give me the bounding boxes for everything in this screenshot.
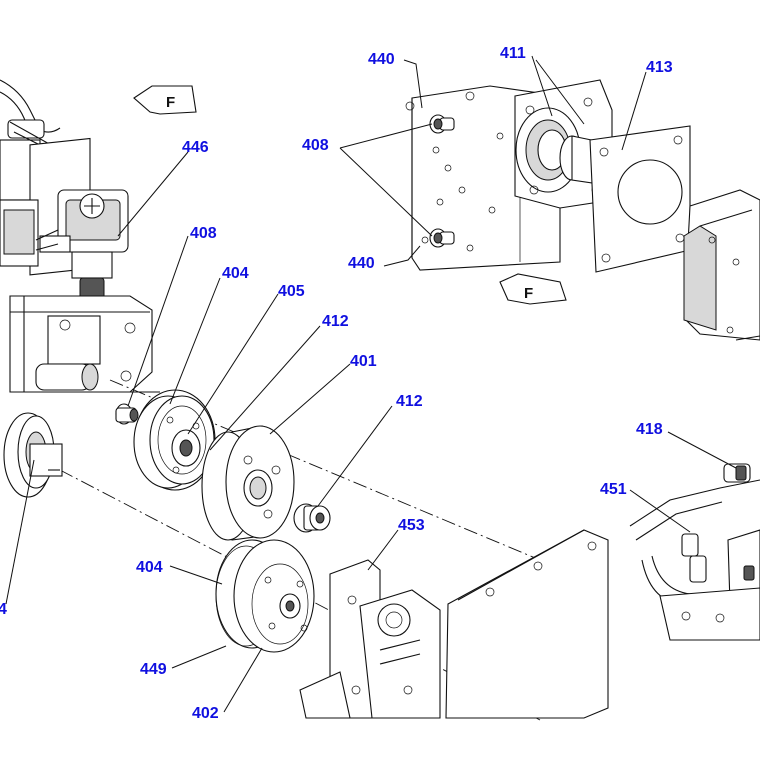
callout-449: 449 (140, 661, 167, 678)
stud-408-upper (429, 114, 455, 134)
pneumatic-valve-assembly (0, 79, 129, 305)
callout-405: 405 (278, 283, 305, 300)
direction-arrow-top-left: F (133, 85, 197, 115)
pulley-402 (215, 539, 315, 653)
cover-plate (445, 529, 609, 719)
motor-adapter-plate (589, 125, 691, 273)
callout-418: 418 (636, 421, 663, 438)
callout-451: 451 (600, 481, 627, 498)
mounting-frame (9, 295, 160, 393)
callout-408-upper: 408 (302, 137, 329, 154)
callout-4-cut: 4 (0, 601, 7, 618)
callout-411: 411 (500, 45, 526, 62)
pulley-404-upper (133, 389, 216, 491)
callout-404-lower: 404 (136, 559, 163, 576)
callout-440-lower: 440 (348, 255, 375, 272)
direction-arrow-middle: F (499, 273, 567, 305)
callout-440-upper: 440 (368, 51, 395, 68)
callout-401: 401 (350, 353, 377, 370)
callout-453: 453 (398, 517, 425, 534)
callout-446: 446 (182, 139, 209, 156)
bracket-453 (299, 559, 441, 719)
callout-402: 402 (192, 705, 219, 722)
callout-408-pulley: 408 (190, 225, 217, 242)
svg-text:F: F (524, 285, 533, 302)
drive-motor (683, 189, 760, 341)
leader-lines (5, 55, 737, 713)
pulley-401 (201, 425, 295, 541)
callout-413: 413 (646, 59, 673, 76)
stud-408-pulley (115, 403, 139, 425)
svg-text:F: F (166, 94, 175, 111)
callout-412-upper: 412 (322, 313, 349, 330)
idler-pulley-left (3, 412, 63, 498)
callout-404-upper: 404 (222, 265, 249, 282)
fittings-assembly-right (629, 463, 760, 641)
stud-408-lower (429, 228, 455, 248)
bushing-412 (293, 503, 331, 533)
callout-412-lower: 412 (396, 393, 423, 410)
